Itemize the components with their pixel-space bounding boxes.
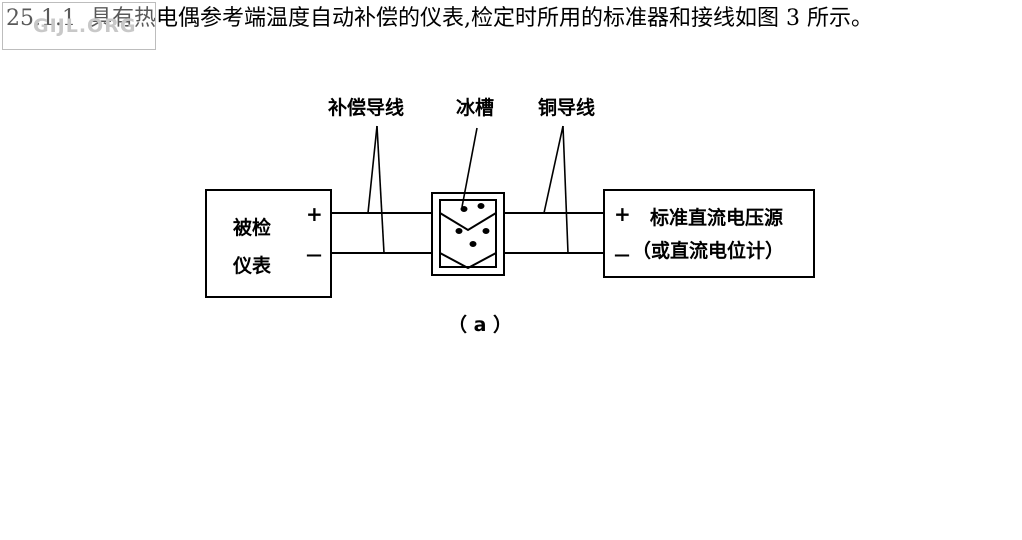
- instrument-under-test-box: [205, 189, 332, 298]
- instrument-minus-terminal: —: [306, 245, 322, 264]
- source-label-line1: 标准直流电压源: [650, 206, 783, 229]
- instrument-plus-terminal: +: [306, 202, 323, 226]
- source-label-line2: （或直流电位计）: [632, 239, 784, 262]
- source-plus-terminal: +: [614, 202, 631, 226]
- clause-number: 25.1.1: [6, 6, 76, 31]
- ice-bath-outer: [431, 192, 505, 276]
- leader-copper-lower: [562, 125, 569, 254]
- clause-text: 具有热电偶参考端温度自动补偿的仪表,检定时所用的标准器和接线如图 3 所示。: [89, 6, 873, 31]
- ice-dot: [477, 203, 485, 209]
- dc-voltage-source-box: [603, 189, 815, 278]
- label-copper-wire: 铜导线: [538, 96, 595, 119]
- figure-caption: （ a ）: [448, 313, 512, 336]
- leader-compensating-upper: [367, 125, 378, 214]
- ice-dot: [482, 228, 490, 234]
- watermark-text: GIJL.ORG: [33, 15, 137, 37]
- label-ice-bath: 冰槽: [456, 96, 494, 119]
- wire-upper-junction: [439, 212, 497, 232]
- wire-lower-junction: [439, 252, 497, 270]
- ice-particles: [455, 203, 490, 247]
- ice-dot: [469, 241, 477, 247]
- ice-dot: [455, 228, 463, 234]
- leader-copper-upper: [543, 125, 564, 214]
- source-minus-terminal: —: [614, 245, 630, 264]
- label-compensating-wire: 补偿导线: [328, 96, 404, 119]
- instrument-label-line2: 仪表: [232, 254, 272, 277]
- watermark-logo: GIJL.ORG: [2, 2, 156, 50]
- leader-ice-bath: [461, 127, 478, 208]
- ice-dot: [460, 206, 468, 212]
- instrument-label-line1: 被检: [233, 216, 271, 239]
- leader-compensating-lower: [376, 125, 385, 254]
- clause-heading: 25.1.1 具有热电偶参考端温度自动补偿的仪表,检定时所用的标准器和接线如图 3…: [6, 4, 873, 34]
